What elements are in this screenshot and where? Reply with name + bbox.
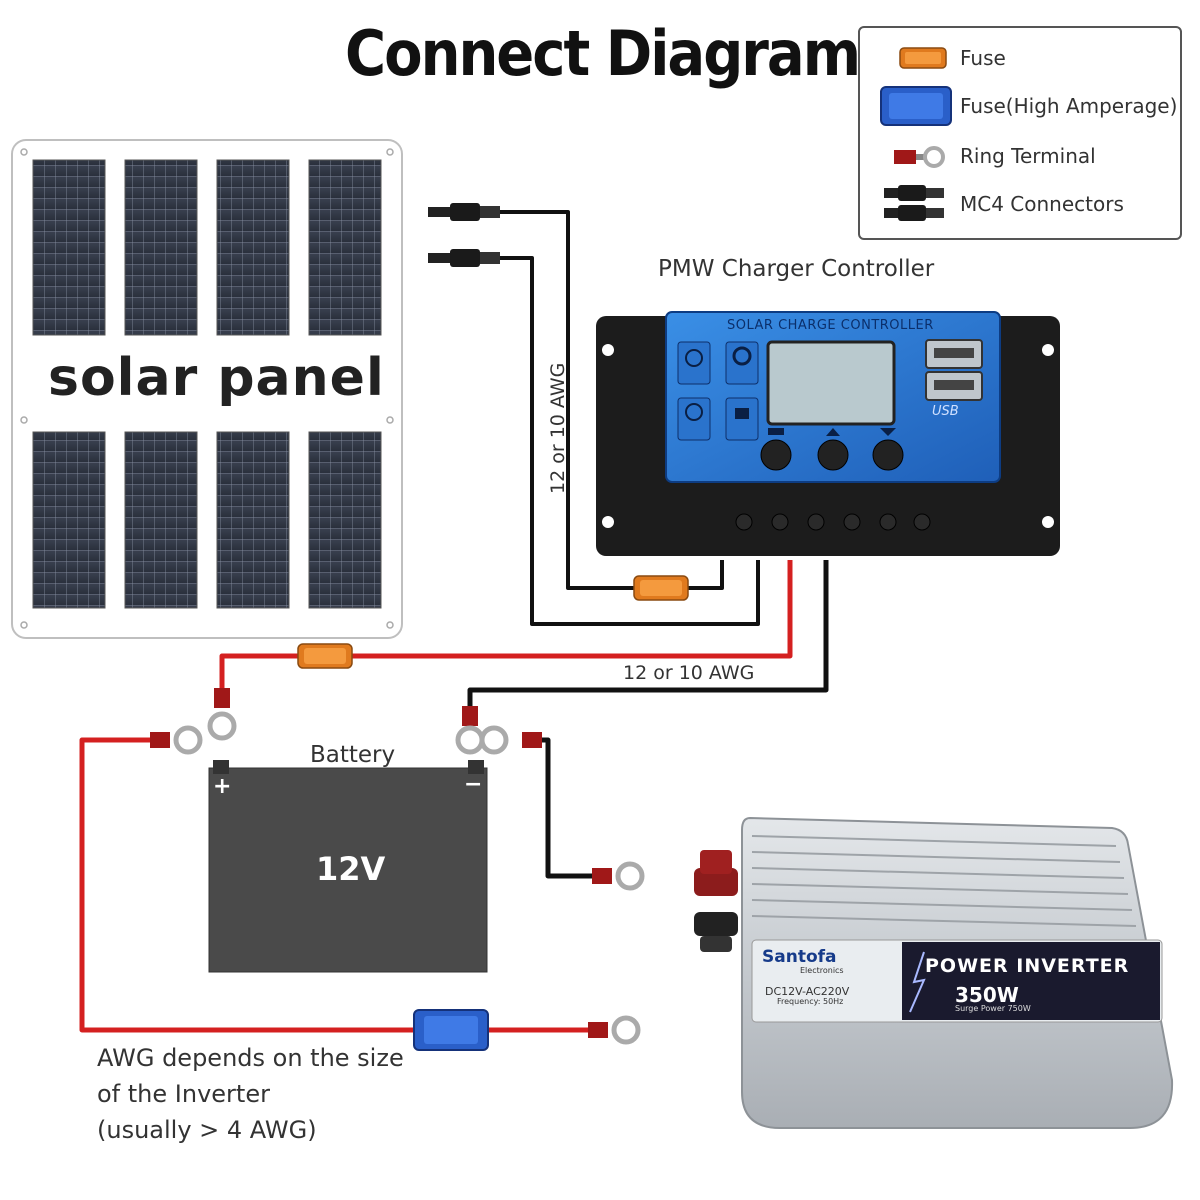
ring-terminal-icon: [479, 725, 542, 755]
controller-label: PMW Charger Controller: [658, 256, 935, 282]
power-inverter: [694, 816, 1174, 1129]
legend-label: Ring Terminal: [960, 144, 1096, 168]
battery-negative-wire: [467, 560, 829, 712]
page-title: Connect Diagram: [345, 18, 861, 91]
usb-ports: [925, 339, 983, 401]
inverter-frequency: Frequency: 50Hz: [777, 997, 844, 1006]
legend-label: Fuse(High Amperage): [960, 94, 1178, 118]
controller-lcd-screen: [766, 340, 896, 426]
controller-faceplate-label: SOLAR CHARGE CONTROLLER: [727, 318, 934, 333]
inverter-dc-terminals: [694, 850, 738, 952]
solar-panel: [11, 139, 403, 639]
solar-panel-label: solar panel: [48, 348, 385, 408]
fuse-icon: [633, 575, 689, 601]
battery-positive-terminal-label: +: [213, 774, 232, 799]
controller-icons: [677, 341, 759, 441]
legend: Fuse Fuse(High Amperage) Ring Terminal: [858, 26, 1182, 240]
gear-icon: [732, 346, 752, 366]
lock-icon: [735, 408, 749, 419]
high-amperage-fuse-icon: [880, 86, 952, 126]
battery-negative-terminal-label: −: [464, 772, 483, 797]
inverter-title: POWER INVERTER: [925, 955, 1130, 977]
legend-item-fuse: Fuse: [860, 36, 1180, 80]
legend-label: Fuse: [960, 46, 1006, 70]
ring-terminal-icon: [150, 725, 203, 755]
battery-positive-wire: [219, 560, 793, 690]
chip-icon: [685, 349, 703, 367]
note-line: (usually > 4 AWG): [97, 1116, 317, 1144]
panel-wire-gauge-label: 12 or 10 AWG: [547, 362, 569, 494]
controller-buttons: [760, 428, 904, 471]
note-line: of the Inverter: [97, 1080, 270, 1108]
legend-label: MC4 Connectors: [960, 192, 1124, 216]
solar-cells-top-row: [32, 159, 382, 336]
ring-terminal-icon: [455, 706, 485, 755]
clock-icon: [685, 403, 703, 421]
ring-terminal-icon: [588, 1015, 641, 1045]
controller-terminals: [735, 513, 931, 531]
inverter-brand: Santofa: [762, 947, 837, 967]
battery-voltage: 12V: [316, 850, 386, 888]
lightning-icon: [909, 951, 926, 1013]
legend-item-high-amperage-fuse: Fuse(High Amperage): [860, 84, 1180, 128]
fuse-icon: [297, 643, 353, 669]
battery-wire-gauge-label: 12 or 10 AWG: [623, 662, 755, 684]
note-line: AWG depends on the size: [97, 1044, 404, 1072]
mc4-connector-icon: [428, 203, 500, 267]
fuse-icon: [899, 47, 947, 69]
inverter-model: DC12V-AC220V: [765, 985, 850, 998]
usb-label: USB: [932, 404, 959, 419]
wire-gauge-note: AWG depends on the size of the Inverter …: [97, 1040, 404, 1148]
mc4-connector-icon: [884, 185, 944, 221]
inverter-surge-power: Surge Power 750W: [955, 1004, 1031, 1013]
battery-label: Battery: [310, 742, 396, 768]
legend-item-ring-terminal: Ring Terminal: [860, 134, 1180, 178]
high-amperage-fuse-icon: [413, 1009, 489, 1051]
ring-terminal-icon: [207, 688, 237, 741]
ring-terminal-icon: [894, 146, 945, 168]
panel-positive-wire: [500, 210, 724, 590]
inverter-brand-subtitle: Electronics: [800, 966, 844, 975]
inverter-positive-wire: [79, 737, 592, 1033]
panel-negative-wire: [500, 256, 760, 626]
inverter-power: 350W: [955, 983, 1019, 1007]
solar-cells-bottom-row: [32, 431, 382, 609]
wires: [79, 210, 829, 1033]
battery: [208, 760, 488, 973]
legend-item-mc4-connectors: MC4 Connectors: [860, 182, 1180, 226]
charge-controller: [596, 311, 1060, 556]
ring-terminal-icon: [592, 861, 645, 891]
inverter-negative-wire: [540, 737, 596, 879]
inverter-heatsink-fins: [751, 835, 1137, 927]
